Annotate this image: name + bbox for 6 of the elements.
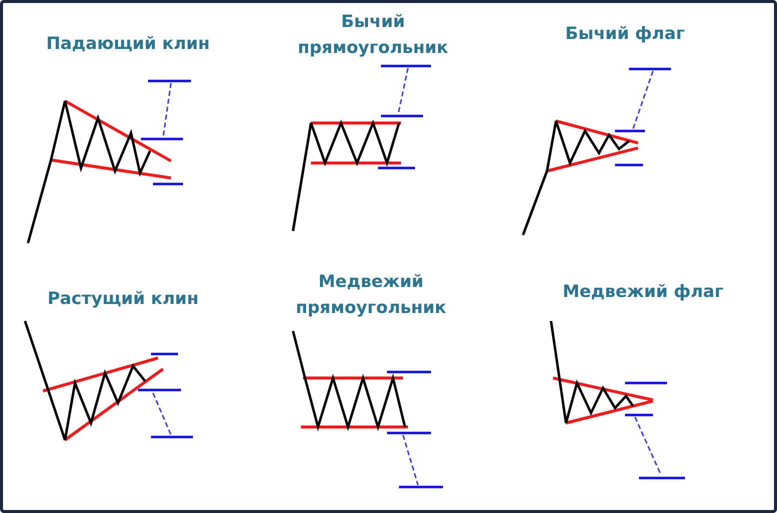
pattern-title: Бычий прямоугольник bbox=[296, 11, 450, 60]
pattern-title: Медвежий прямоугольник bbox=[294, 271, 448, 320]
pattern-title: Бычий флаг bbox=[564, 23, 686, 46]
pattern-title: Растущий клин bbox=[46, 288, 200, 311]
pattern-title: Медвежий флаг bbox=[562, 281, 724, 304]
pattern-title: Падающий клин bbox=[45, 33, 211, 56]
